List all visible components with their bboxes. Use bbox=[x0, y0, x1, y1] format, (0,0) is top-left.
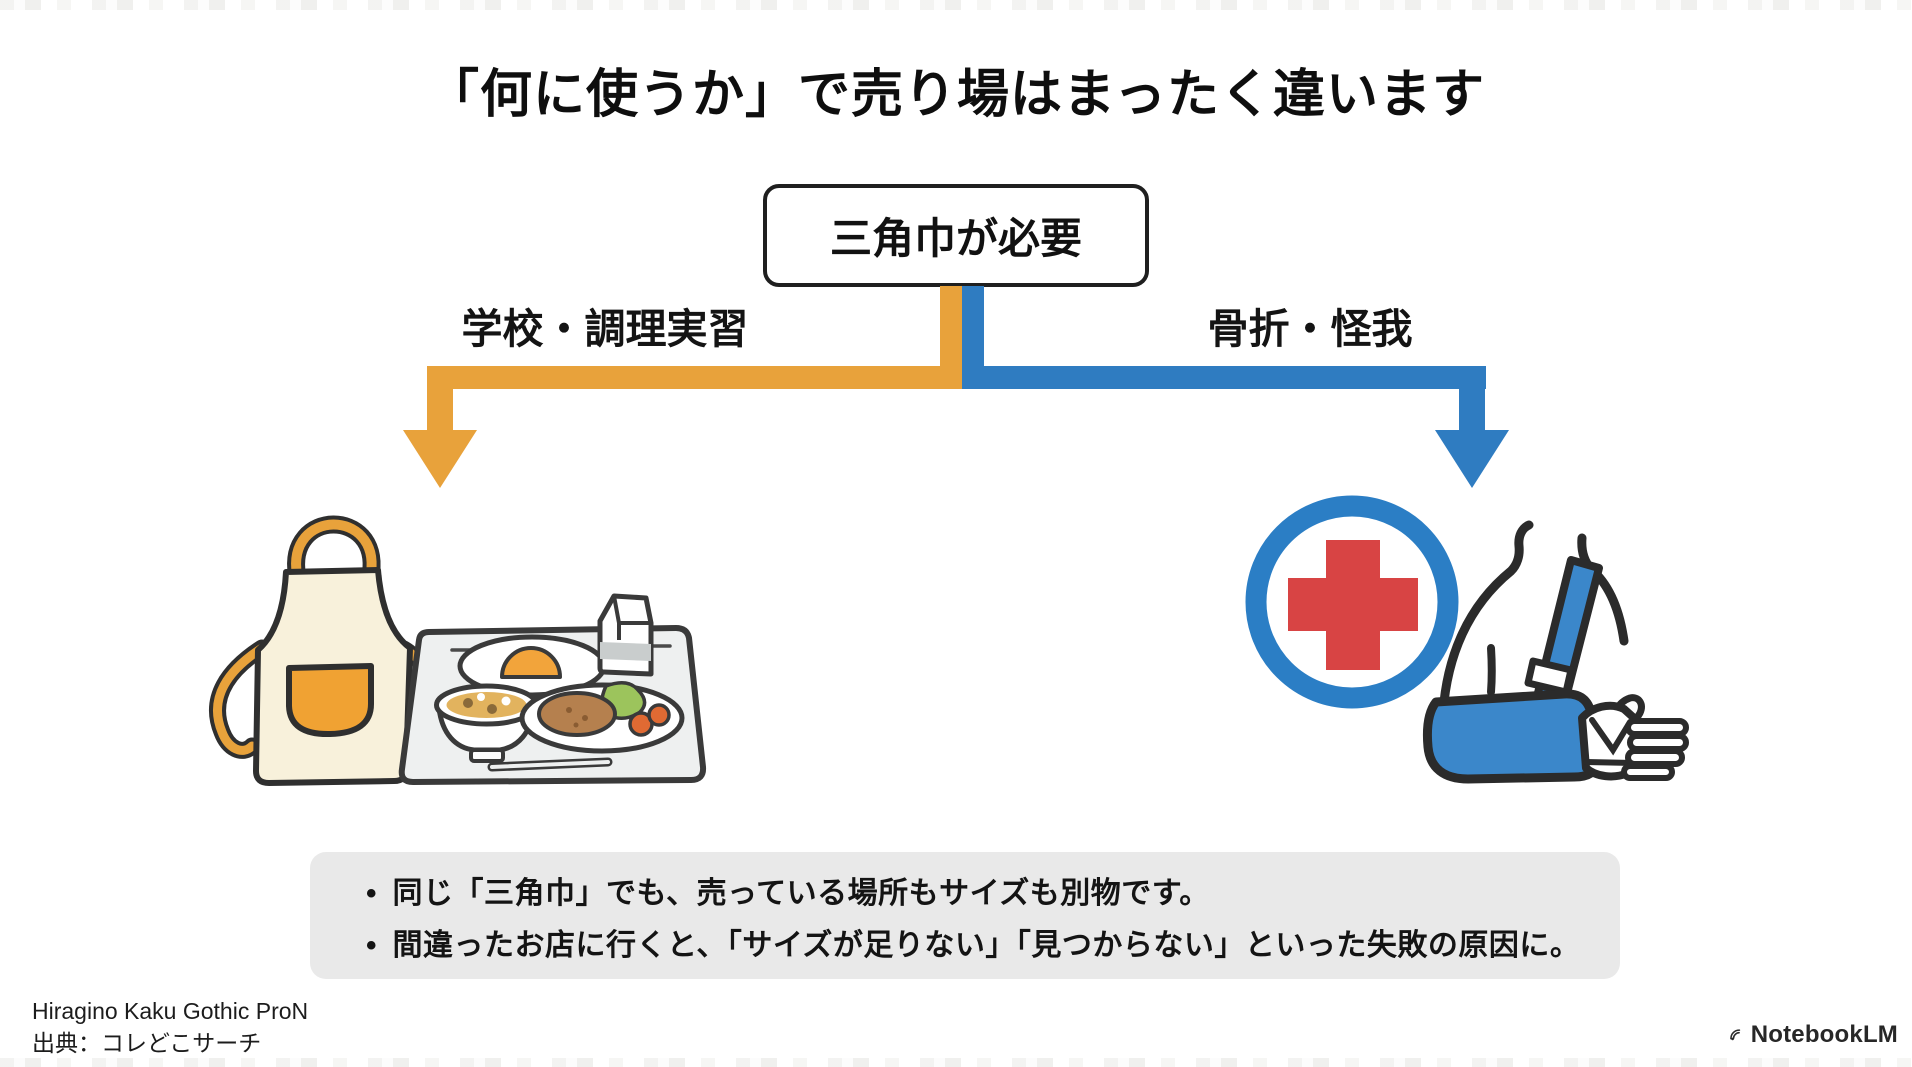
arm-sling bbox=[1422, 689, 1603, 784]
chopsticks bbox=[487, 757, 613, 772]
miso-soup-bowl bbox=[434, 683, 539, 763]
bullet-marker: • bbox=[366, 876, 377, 910]
neck-strap bbox=[287, 515, 381, 584]
apron-pocket bbox=[286, 663, 374, 738]
first-aid-sling-illustration bbox=[1245, 495, 1689, 784]
shoulder-strap bbox=[1524, 556, 1603, 713]
red-cross bbox=[1288, 540, 1418, 670]
tomato bbox=[647, 703, 671, 727]
branch-drop-left bbox=[427, 366, 453, 432]
note-line: • 間違ったお店に行くと、「サイズが足りない」「見つからない」といった失敗の原因… bbox=[366, 920, 1596, 964]
milk-carton bbox=[597, 593, 654, 677]
notes-box: • 同じ「三角巾」でも、売っている場所もサイズも別物です。 • 間違ったお店に行… bbox=[310, 852, 1620, 979]
apron-lunch-tray-illustration bbox=[209, 515, 707, 786]
footer-credits: Hiragino Kaku Gothic ProN 出典：コレどこサーチ bbox=[32, 995, 308, 1059]
brand-text: NotebookLM bbox=[1750, 1021, 1898, 1048]
note-text-1: 同じ「三角巾」でも、売っている場所もサイズも別物です。 bbox=[392, 876, 1210, 910]
stem-right-half bbox=[962, 286, 984, 389]
root-node-box: 三角巾が必要 bbox=[763, 184, 1149, 287]
root-node-label: 三角巾が必要 bbox=[829, 215, 1082, 262]
branch-drop-right bbox=[1459, 366, 1485, 432]
stem-left-half bbox=[940, 286, 962, 389]
note-line: • 同じ「三角巾」でも、売っている場所もサイズも別物です。 bbox=[366, 868, 1596, 912]
branch-bar-right bbox=[962, 366, 1486, 389]
croquette bbox=[537, 691, 617, 737]
bandaged-hand bbox=[1578, 694, 1689, 781]
arrow-down-icon-left bbox=[403, 430, 477, 488]
red-cross-circle bbox=[1245, 495, 1459, 709]
waist-tie bbox=[209, 639, 271, 759]
source-credit: 出典：コレどこサーチ bbox=[32, 1030, 262, 1056]
notebooklm-logo-icon bbox=[1730, 1029, 1741, 1041]
strap-buckle bbox=[1524, 657, 1575, 696]
bandage-wrap-lines bbox=[1583, 717, 1637, 766]
font-note: Hiragino Kaku Gothic ProN bbox=[32, 998, 309, 1024]
chest-line bbox=[1487, 644, 1496, 696]
branch-bar-left bbox=[429, 366, 962, 389]
top-noise-band bbox=[0, 0, 1912, 10]
branch-label-school: 学校・調理実習 bbox=[461, 306, 749, 352]
notebooklm-brand: NotebookLM bbox=[1728, 1018, 1898, 1052]
bullet-marker: • bbox=[366, 928, 377, 962]
page-title: 「何に使うか」で売り場はまったく違います bbox=[427, 66, 1485, 124]
bottom-noise-band bbox=[0, 1058, 1912, 1067]
arrow-down-icon-right bbox=[1435, 430, 1509, 488]
note-text-2: 間違ったお店に行くと、「サイズが足りない」「見つからない」といった失敗の原因に。 bbox=[392, 928, 1581, 962]
main-dish-plate bbox=[519, 681, 685, 754]
branch-label-injury: 骨折・怪我 bbox=[1207, 306, 1413, 352]
